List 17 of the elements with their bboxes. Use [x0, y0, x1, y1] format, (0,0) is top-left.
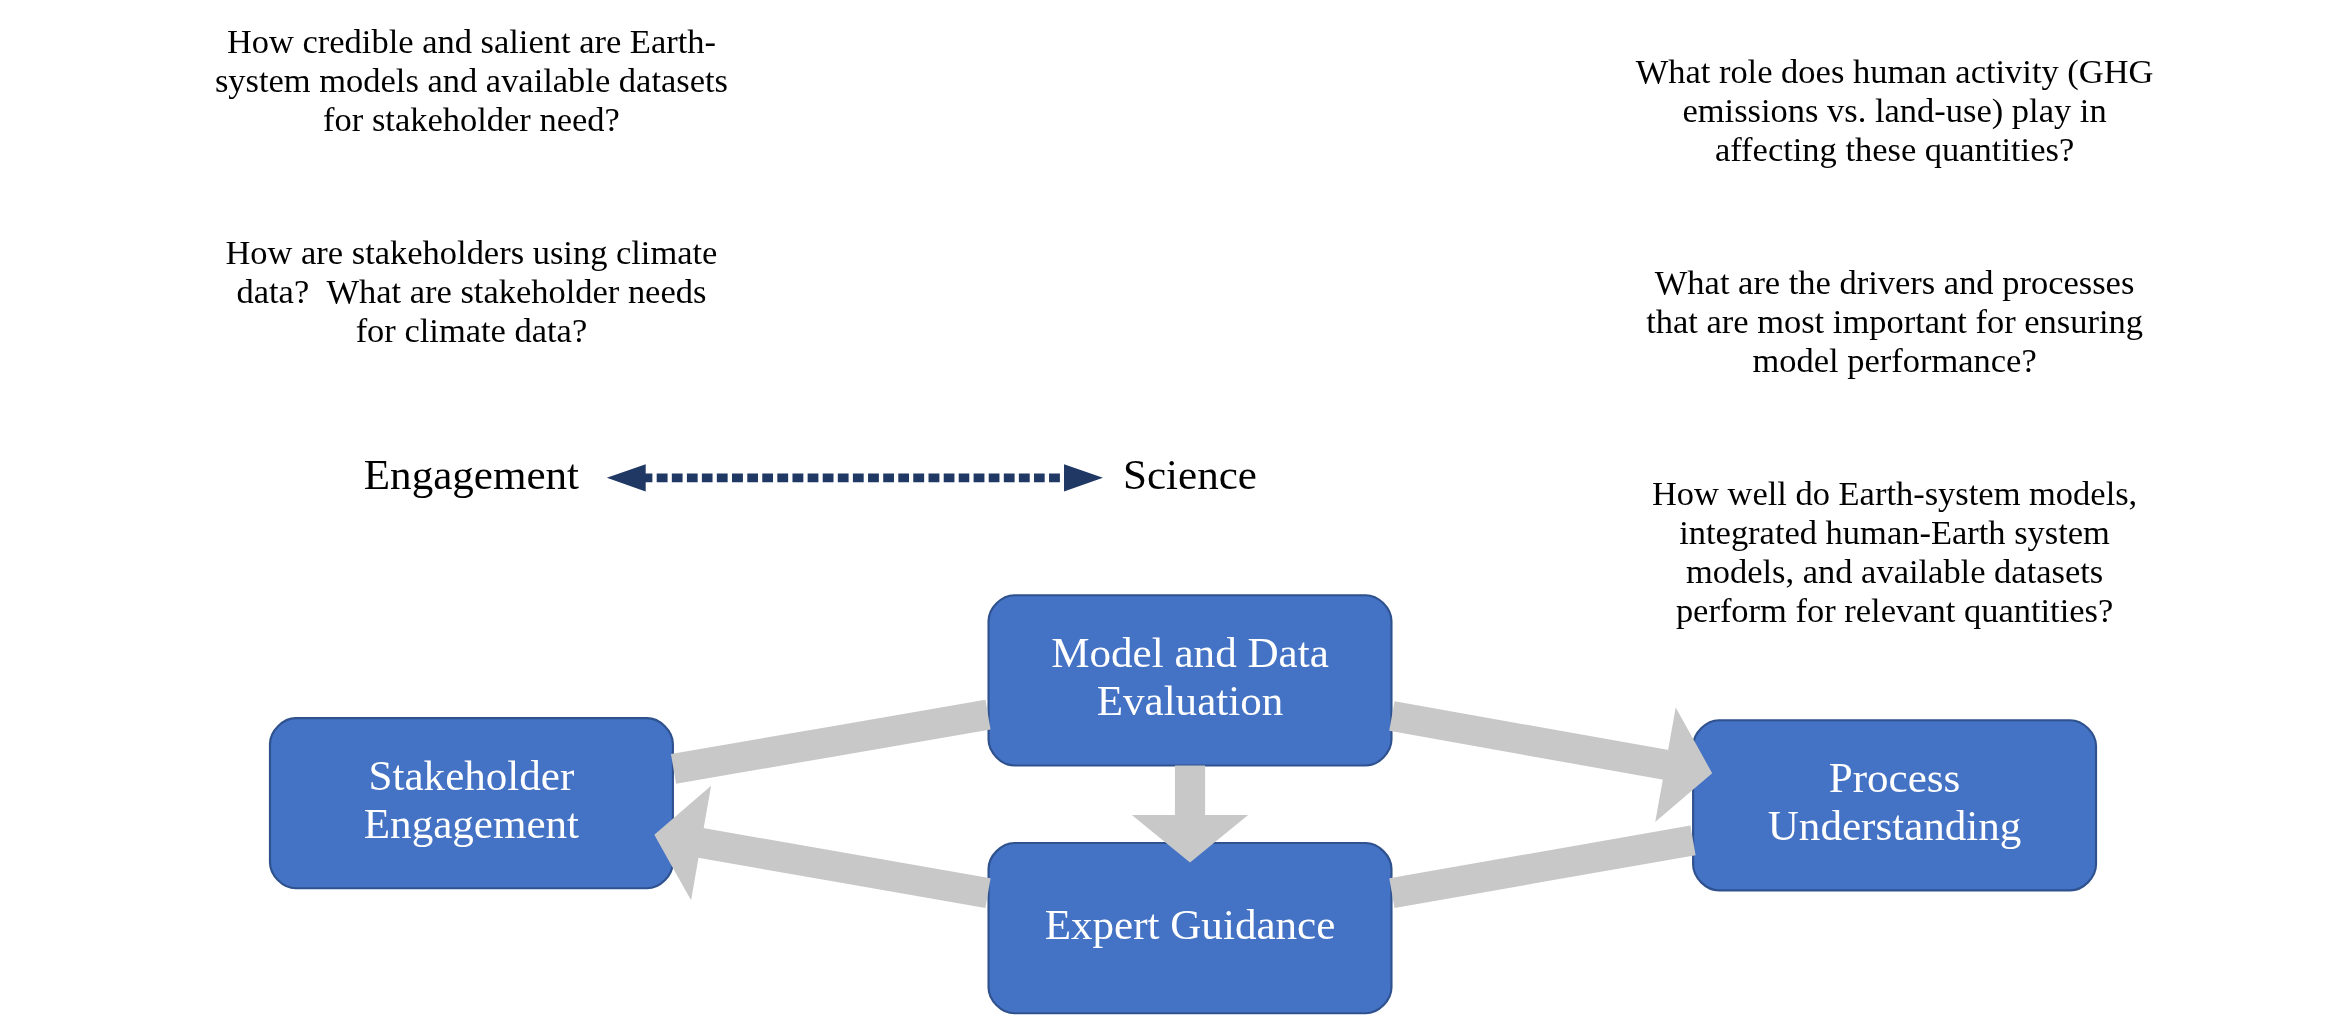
connector — [1388, 825, 1696, 908]
arrow — [1131, 765, 1248, 863]
arrow — [653, 785, 991, 909]
node-box: Model and Data Evaluation — [986, 594, 1393, 767]
label: How well do Earth-system models, integrated human-Earth system models, and available datasets perform for relevant quantities? — [1651, 474, 2137, 629]
node-box: Process Understanding — [1691, 719, 2097, 892]
node-text: Science — [1122, 450, 1257, 498]
label: What are the drivers and processes that are most important for ensuring model performance? — [1645, 263, 2143, 379]
label: What role does human activity (GHG emissions vs. land-use) play in affecting these quantities? — [1635, 52, 2153, 168]
label: How are stakeholders using climate data? What are stakeholder needs for climate data? — [224, 233, 717, 349]
node-box: Expert Guidance — [986, 841, 1393, 1015]
node-box: Stakeholder Engagement — [268, 717, 674, 890]
node-text: Engagement — [363, 450, 579, 498]
label: How credible and salient are Earth-system models and available datasets for stakeholder need? — [214, 21, 728, 138]
arrow — [606, 464, 1103, 492]
connector — [670, 699, 990, 784]
arrow — [1388, 701, 1712, 823]
